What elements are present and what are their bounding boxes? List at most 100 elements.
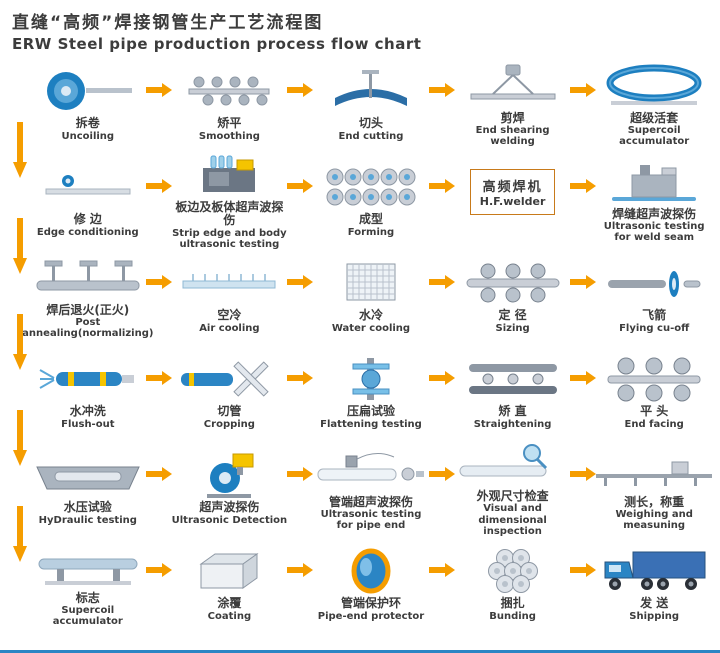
step-label-zh: 空冷 [217,308,242,323]
step-smoothing: 矫平 Smoothing [172,66,288,142]
coating-icon [181,546,277,596]
flush-out-icon [38,354,138,404]
step-labels: 空冷 Air cooling [199,308,259,334]
edge-mill-icon [40,162,136,212]
cropping-icon [179,354,279,404]
step-label-en: HyDraulic testing [38,514,137,526]
flow-arrow-right [145,83,172,97]
step-labels: 成型 Forming [348,212,394,238]
step-supercoil-accumulator: 标志 Supercoil accumulator [30,541,146,628]
step-strip-edge-and-body-ultrasonic-testing: 板边及板体超声波探伤 Strip edge and body ultrasoni… [172,150,288,250]
step-labels: 水压试验 HyDraulic testing [38,500,137,526]
step-labels: 切管 Cropping [203,404,255,430]
step-pipe-end-protector: 管端保护环 Pipe-end protector [313,546,429,622]
step-label-en: Edge conditioning [36,226,139,238]
step-labels: 涂覆 Coating [208,596,251,622]
step-ultrasonic-testing-for-weld-seam: 焊缝超声波探伤 Ultrasonic testing for weld seam [596,157,712,244]
step-labels: 拆卷 Uncoiling [61,116,114,142]
step-labels: 管端超声波探伤 Ultrasonic testing for pipe end [313,495,429,532]
forming-rolls-icon [321,162,421,212]
flow-arrow-right [570,467,597,481]
step-label-zh: 剪焊 [500,110,525,125]
sizing-icon [463,258,563,308]
annealing-icon [33,253,143,303]
shear-welder-icon [465,61,561,111]
step-label-zh: 水压试验 [63,500,112,515]
row-connector-down-arrow [12,218,28,276]
step-label-zh: 切头 [358,116,383,131]
step-bunding: 捆扎 Bunding [455,546,571,622]
flow-arrow-right [145,563,172,577]
step-label-zh: 板边及板体超声波探伤 [175,199,284,228]
step-labels: 水冷 Water cooling [331,308,411,334]
step-labels: 焊缝超声波探伤 Ultrasonic testing for weld seam [596,207,712,244]
step-label-en: Ultrasonic testing for pipe end [320,509,422,532]
step-labels: 修 边 Edge conditioning [36,212,139,238]
step-labels: 剪焊 End shearing welding [455,110,571,148]
flattening-icon [331,354,411,404]
step-end-cutting: 切头 End cutting [313,66,429,142]
step-label-zh: 矫 直 [498,404,527,419]
process-rows: 拆卷 Uncoiling 矫平 Smoothing 切头 End cutting… [12,56,714,632]
step-label-en: Post annealing(normalizing) [22,317,154,340]
step-coating: 涂覆 Coating [172,546,288,622]
step-label-zh: 捆扎 [500,596,525,611]
flow-arrow-right [428,467,455,481]
flow-arrow-right [570,275,597,289]
accumulator-icon [599,61,709,111]
step-labels: 外观尺寸检查 Visual and dimensional inspection [455,489,571,537]
straightening-icon [463,354,563,404]
step-labels: 飞箭 Flying cu-off [619,308,689,334]
flow-arrow-right [287,275,314,289]
measuring-icon [594,445,714,495]
step-label-en: Water cooling [331,322,411,334]
step-forming: 成型 Forming [313,162,429,238]
flow-arrow-right [428,275,455,289]
step-flush-out: 水冲洗 Flush-out [30,354,146,430]
process-row-2: 修 边 Edge conditioning 板边及板体超声波探伤 Strip e… [12,122,714,250]
step-label-en: Ultrasonic testing for weld seam [603,221,705,244]
chart-title-english: ERW Steel pipe production process flow c… [12,35,422,53]
hf-welder-box: 高频焊机 H.F.welder [469,169,556,215]
step-labels: 矫平 Smoothing [198,116,260,142]
step-uncoiling: 拆卷 Uncoiling [30,66,146,142]
flow-arrow-right [570,371,597,385]
step-labels: 平 头 End facing [625,404,684,430]
step-label-zh: 超级活套 [630,110,679,125]
step-ultrasonic-testing-for-pipe-end: 管端超声波探伤 Ultrasonic testing for pipe end [313,445,429,532]
marking-icon [33,541,143,591]
flow-arrow-right [145,275,172,289]
flow-arrow-right [428,83,455,97]
step-label-en: Smoothing [198,130,260,142]
step-label-en: Flattening testing [320,418,422,430]
step-label-en: Strip edge and body ultrasonic testing [172,227,287,250]
pipe-end-ut-icon [316,445,426,495]
step-labels: 矫 直 Straightening [474,404,552,430]
truck-icon [599,546,709,596]
ut-detection-icon [181,450,277,500]
process-row-1: 拆卷 Uncoiling 矫平 Smoothing 切头 End cutting… [12,56,714,152]
flow-arrow-right [287,563,314,577]
step-label-zh: 高频焊机 [482,180,543,195]
step-weighing-and-measuning: 测长，称重 Weighing and measuning [594,445,714,532]
step-labels: 管端保护环 Pipe-end protector [317,596,425,622]
step-supercoil-accumulator: 超级活套 Supercoil accumulator [596,61,712,148]
step-flattening-testing: 压扁试验 Flattening testing [313,354,429,430]
flying-cutoff-icon [604,258,704,308]
step-label-en: Pipe-end protector [317,610,425,622]
air-cooling-icon [179,258,279,308]
step-label-en: Supercoil accumulator [52,605,123,628]
step-straightening: 矫 直 Straightening [455,354,571,430]
process-row-6: 标志 Supercoil accumulator 涂覆 Coating 管端保护… [12,506,714,632]
step-label-zh: 平 头 [640,404,669,419]
step-water-cooling: 水冷 Water cooling [313,258,429,334]
flow-arrow-right [570,563,597,577]
step-label-zh: 矫平 [217,116,242,131]
flow-arrow-right [287,371,314,385]
weld-ut-icon [604,157,704,207]
process-row-3: 焊后退火(正火) Post annealing(normalizing) 空冷 … [12,218,714,344]
step-visual-and-dimensional-inspection: 外观尺寸检查 Visual and dimensional inspection [455,439,571,537]
flow-arrow-right [145,467,172,481]
step-label-zh: 管端保护环 [340,596,401,611]
step-label-en: Cropping [203,418,255,430]
